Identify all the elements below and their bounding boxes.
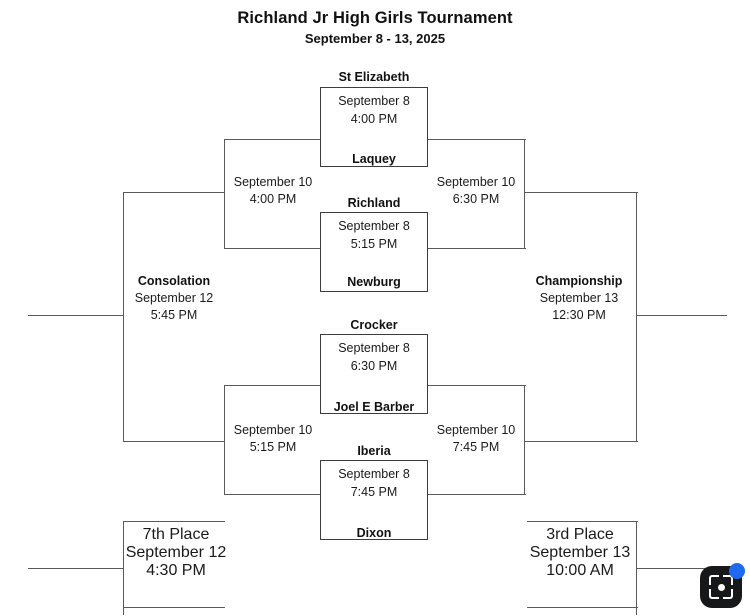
game-3-box[interactable]: September 8 6:30 PM bbox=[320, 334, 428, 414]
seventh-place-time: 4:30 PM bbox=[146, 562, 206, 579]
third-place-date: September 13 bbox=[529, 544, 631, 561]
consolation-time: 5:45 PM bbox=[150, 308, 198, 322]
third-place-top-arm bbox=[527, 521, 638, 522]
game-2-date: September 8 bbox=[338, 219, 410, 233]
championship-output-stub bbox=[636, 315, 727, 316]
game-4-team-bottom: Dixon bbox=[356, 526, 392, 540]
third-place-time: 10:00 AM bbox=[546, 562, 614, 579]
semi-right-lower-time: 7:45 PM bbox=[452, 440, 500, 454]
semi-left-upper-left-edge bbox=[224, 139, 225, 249]
seventh-place-date: September 12 bbox=[125, 544, 227, 561]
game-1-time: 4:00 PM bbox=[350, 112, 398, 126]
game-3-team-bottom: Joel E Barber bbox=[333, 400, 415, 414]
championship-bracket-bottom-arm bbox=[525, 441, 638, 442]
semi-right-upper-label[interactable]: September 10 6:30 PM bbox=[416, 174, 536, 208]
scan-lens-dot-icon bbox=[717, 583, 725, 591]
semi-right-lower-top-arm bbox=[424, 385, 526, 386]
semi-left-upper-date: September 10 bbox=[233, 175, 313, 189]
feed-line-game3-right bbox=[420, 385, 460, 386]
championship-bracket-right-edge bbox=[636, 192, 637, 442]
feed-line-game1-right bbox=[420, 139, 460, 140]
semi-left-lower-bottom-arm bbox=[224, 494, 326, 495]
semi-right-upper-time: 6:30 PM bbox=[452, 192, 500, 206]
scan-frame-icon bbox=[709, 575, 733, 599]
game-4-box[interactable]: September 8 7:45 PM bbox=[320, 460, 428, 540]
semi-right-upper-date: September 10 bbox=[436, 175, 516, 189]
third-place-name: 3rd Place bbox=[546, 526, 614, 543]
semi-left-upper-bottom-arm bbox=[224, 248, 326, 249]
semi-right-upper-bottom-arm bbox=[424, 248, 526, 249]
championship-name: Championship bbox=[535, 274, 623, 288]
consolation-bracket-left-edge bbox=[123, 192, 124, 442]
feed-line-game4-bottom bbox=[290, 494, 330, 495]
page-header: Richland Jr High Girls Tournament Septem… bbox=[0, 8, 750, 48]
feed-line-game3-top bbox=[290, 385, 330, 386]
consolation-bracket-bottom-arm bbox=[123, 441, 225, 442]
game-2-time: 5:15 PM bbox=[350, 237, 398, 251]
semi-right-upper-right-edge bbox=[524, 139, 525, 249]
game-3-date: September 8 bbox=[338, 341, 410, 355]
scan-corner-top-right bbox=[723, 575, 733, 585]
consolation-date: September 12 bbox=[134, 291, 214, 305]
semi-right-lower-right-edge bbox=[524, 385, 525, 495]
consolation-name: Consolation bbox=[137, 274, 211, 288]
feed-line-game4-right bbox=[420, 494, 460, 495]
semi-right-lower-bottom-arm bbox=[424, 494, 526, 495]
game-3-time: 6:30 PM bbox=[350, 359, 398, 373]
semi-left-upper-time: 4:00 PM bbox=[249, 192, 297, 206]
championship-time: 12:30 PM bbox=[552, 308, 606, 322]
page-title: Richland Jr High Girls Tournament bbox=[237, 9, 513, 27]
semi-right-upper-top-arm bbox=[424, 139, 526, 140]
championship-date: September 13 bbox=[539, 291, 619, 305]
screenshot-scan-icon[interactable] bbox=[700, 563, 745, 608]
game-1-team-top: St Elizabeth bbox=[338, 70, 410, 84]
tournament-dates: September 8 - 13, 2025 bbox=[304, 31, 446, 46]
scan-corner-bottom-left bbox=[709, 589, 719, 599]
semi-left-lower-left-edge bbox=[224, 385, 225, 495]
third-place-bottom-arm bbox=[527, 607, 638, 608]
championship-label[interactable]: Championship September 13 12:30 PM bbox=[519, 273, 639, 324]
semi-left-lower-top-arm bbox=[224, 385, 326, 386]
game-1-box[interactable]: September 8 4:00 PM bbox=[320, 87, 428, 167]
game-3-team-top: Crocker bbox=[350, 318, 398, 332]
consolation-bracket-top-arm bbox=[123, 192, 225, 193]
feed-line-game1-top bbox=[290, 139, 330, 140]
game-1-date: September 8 bbox=[338, 94, 410, 108]
game-4-team-top: Iberia bbox=[357, 444, 391, 458]
semi-left-lower-label[interactable]: September 10 5:15 PM bbox=[213, 422, 333, 456]
seventh-place-output-stub bbox=[28, 568, 124, 569]
semi-right-lower-label[interactable]: September 10 7:45 PM bbox=[416, 422, 536, 456]
scan-corner-bottom-right bbox=[723, 589, 733, 599]
notification-dot bbox=[729, 563, 745, 579]
semi-left-lower-date: September 10 bbox=[233, 423, 313, 437]
game-4-time: 7:45 PM bbox=[350, 485, 398, 499]
game-2-box[interactable]: September 8 5:15 PM bbox=[320, 212, 428, 292]
semi-left-lower-time: 5:15 PM bbox=[249, 440, 297, 454]
game-2-team-bottom: Newburg bbox=[347, 275, 401, 289]
feed-line-game2-right bbox=[420, 248, 460, 249]
seventh-place-label[interactable]: 7th Place September 12 4:30 PM bbox=[124, 526, 228, 580]
game-2-team-top: Richland bbox=[347, 196, 401, 210]
feed-line-game2-bottom bbox=[290, 248, 330, 249]
semi-left-upper-label[interactable]: September 10 4:00 PM bbox=[213, 174, 333, 208]
seventh-place-bottom-arm bbox=[123, 607, 225, 608]
third-place-label[interactable]: 3rd Place September 13 10:00 AM bbox=[528, 526, 632, 580]
semi-left-upper-top-arm bbox=[224, 139, 326, 140]
seventh-place-name: 7th Place bbox=[142, 526, 210, 543]
consolation-label[interactable]: Consolation September 12 5:45 PM bbox=[114, 273, 234, 324]
semi-right-lower-date: September 10 bbox=[436, 423, 516, 437]
consolation-output-stub bbox=[28, 315, 124, 316]
game-4-date: September 8 bbox=[338, 467, 410, 481]
scan-corner-top-left bbox=[709, 575, 719, 585]
game-1-team-bottom: Laquey bbox=[352, 152, 396, 166]
seventh-place-top-arm bbox=[123, 521, 225, 522]
third-place-output-stub bbox=[636, 568, 727, 569]
championship-bracket-top-arm bbox=[525, 192, 638, 193]
